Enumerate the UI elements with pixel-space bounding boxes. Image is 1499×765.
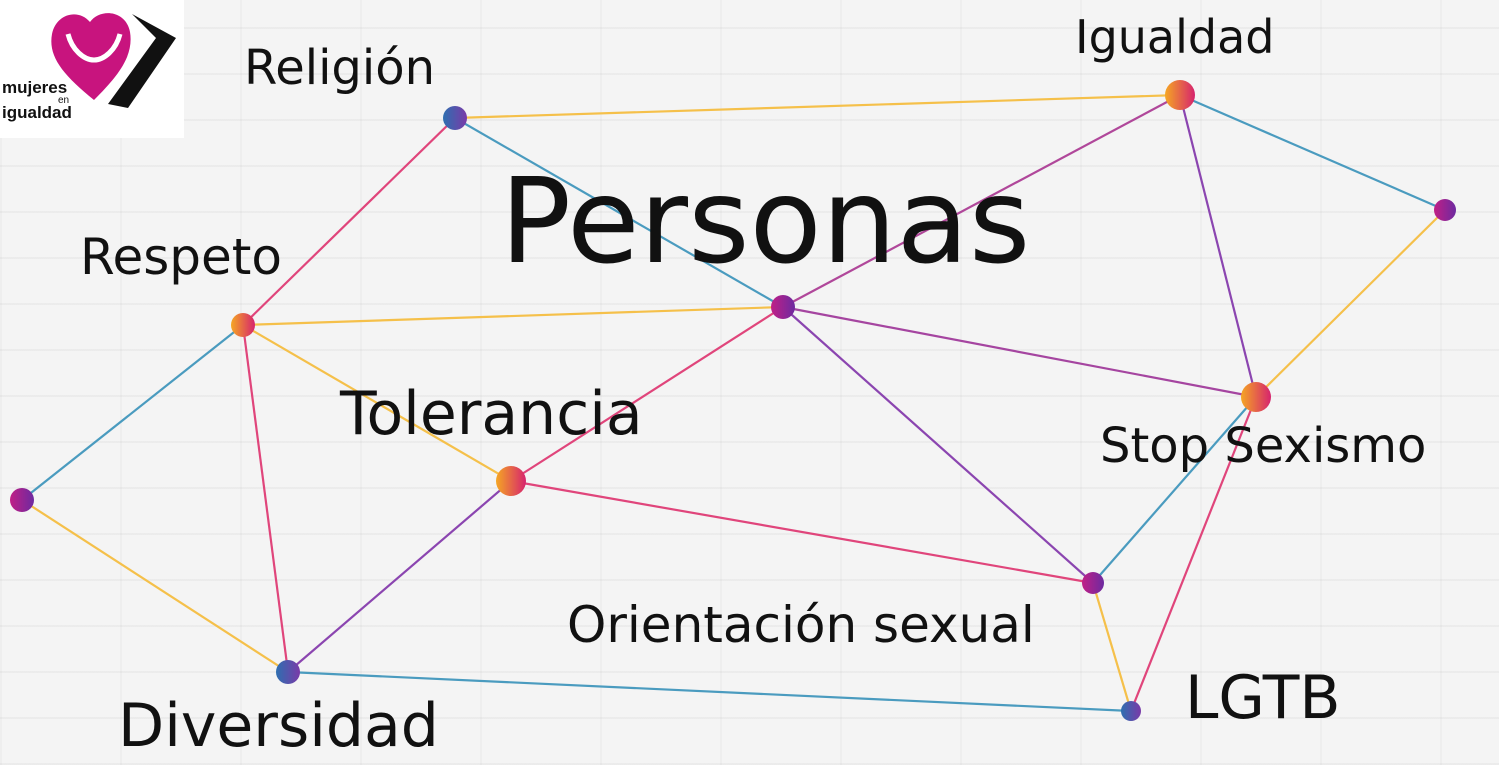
edge-igualdad-stop <box>1178 94 1258 398</box>
edge-tolerancia-diversidad <box>287 480 512 673</box>
node-igualdad <box>1165 80 1195 110</box>
edge-center-orientacion <box>782 306 1094 584</box>
edge-tolerancia-orientacion <box>510 479 1094 585</box>
node-respeto <box>231 313 255 337</box>
node-stop-sexismo <box>1241 382 1271 412</box>
edge-diversidad-lgtb <box>287 670 1132 713</box>
node-center <box>771 295 795 319</box>
edge-left-diversidad <box>21 499 289 673</box>
logo-text-en: en <box>58 95 70 106</box>
logo-text-igualdad: igualdad <box>2 103 72 122</box>
label-diversidad: Diversidad <box>118 691 439 761</box>
label-igualdad: Igualdad <box>1075 10 1275 64</box>
edge-center-tolerancia <box>510 306 784 482</box>
node-right <box>1434 199 1456 221</box>
mujeres-en-igualdad-logo: mujeres en igualdad <box>0 0 184 138</box>
edge-right-stop <box>1255 209 1446 398</box>
node-tolerancia <box>496 466 526 496</box>
edge-respeto-tolerancia <box>242 324 512 482</box>
label-lgtb: LGTB <box>1185 663 1341 733</box>
logo-text-mujeres: mujeres <box>2 78 68 97</box>
node-orientacion <box>1082 572 1104 594</box>
label-stop-sexismo: Stop Sexismo <box>1100 418 1427 474</box>
label-respeto: Respeto <box>80 228 283 286</box>
node-religion <box>443 106 467 130</box>
edge-respeto-center <box>242 305 784 327</box>
heart-logo-icon <box>51 13 176 108</box>
label-religion: Religión <box>244 40 435 96</box>
node-left <box>10 488 34 512</box>
edge-stop-orientacion <box>1092 396 1257 584</box>
edge-center-stop <box>782 305 1257 399</box>
edge-igualdad-right <box>1179 93 1446 212</box>
node-lgtb <box>1121 701 1141 721</box>
page-title: Personas <box>500 152 1031 290</box>
edge-orientacion-lgtb <box>1091 582 1133 712</box>
edge-respeto-diversidad <box>241 324 290 673</box>
edge-religion-igualdad <box>454 93 1181 120</box>
node-diversidad <box>276 660 300 684</box>
edge-religion-respeto <box>242 117 456 326</box>
label-orientacion-sexual: Orientación sexual <box>567 596 1035 654</box>
edge-respeto-left <box>21 324 244 501</box>
edge-religion-center <box>454 117 784 308</box>
edge-igualdad-center <box>782 94 1181 308</box>
edge-stop-lgtb <box>1129 396 1258 712</box>
label-tolerancia: Tolerancia <box>340 379 643 449</box>
